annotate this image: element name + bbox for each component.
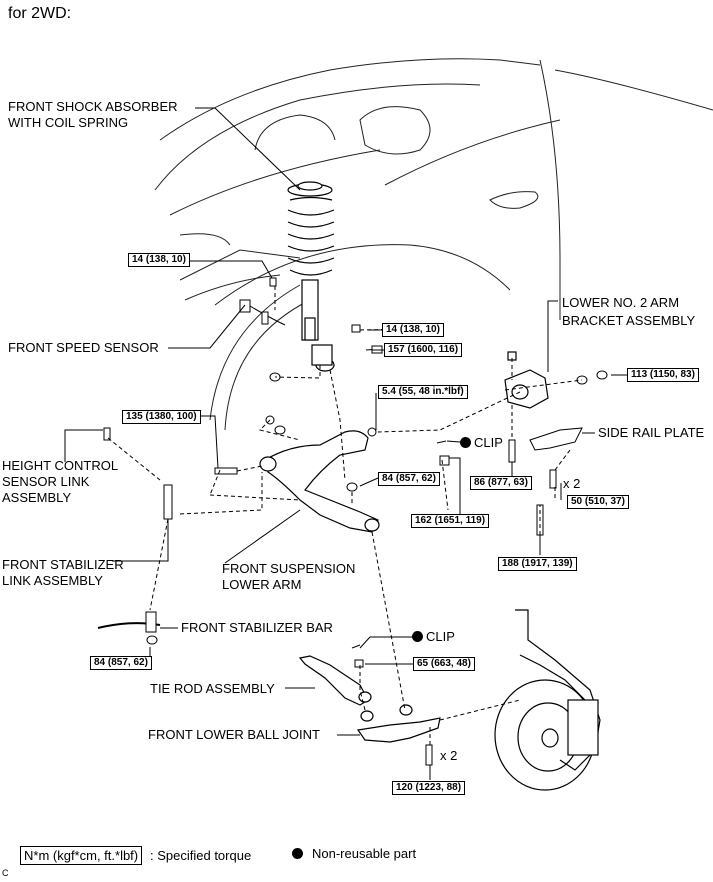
page-heading: for 2WD: [8, 5, 72, 22]
torque-spec-14: 120 (1223, 88) [392, 781, 466, 795]
lower-arm-shape [259, 430, 380, 533]
label-arm-bracket-line1: LOWER NO. 2 ARM [562, 295, 680, 310]
torque-spec-2: 14 (138, 10) [382, 323, 444, 337]
knuckle-disc-shape [494, 609, 601, 791]
torque-spec-3: 157 (1600, 116) [384, 343, 463, 357]
speed-sensor-shape [239, 299, 286, 326]
label-speed-sensor: FRONT SPEED SENSOR [8, 340, 159, 355]
label-tie-rod: TIE ROD ASSEMBLY [150, 681, 275, 696]
side-rail-plate-shape [529, 427, 583, 451]
torque-spec-10: 162 (1651, 119) [411, 514, 490, 528]
torque-spec-6: 135 (1380, 100) [122, 410, 201, 424]
label-height-sensor-line3: ASSEMBLY [2, 490, 72, 505]
label-quantity-x2-a: x 2 [563, 476, 581, 491]
leader-lines [64, 107, 627, 780]
legend-torque-description: : Specified torque [150, 848, 252, 863]
non-reusable-dot-icon [292, 848, 303, 859]
legend-non-reusable-text: Non-reusable part [312, 846, 417, 861]
non-reusable-dot-icon [460, 437, 471, 448]
label-arm-bracket-line2: BRACKET ASSEMBLY [562, 313, 696, 328]
torque-spec-11: 188 (1917, 139) [498, 557, 577, 571]
shock-absorber-shape [287, 181, 335, 372]
torque-spec-5: 5.4 (55, 48 in.*lbf) [378, 385, 468, 399]
label-shock-absorber-line2: WITH COIL SPRING [8, 115, 129, 130]
label-stab-link-line1: FRONT STABILIZER [2, 557, 124, 572]
vehicle-body-outline [154, 58, 713, 431]
label-shock-absorber-line1: FRONT SHOCK ABSORBER [8, 99, 178, 114]
torque-spec-7: 84 (857, 62) [378, 472, 440, 486]
label-quantity-x2-b: x 2 [440, 748, 458, 763]
corner-mark: C [2, 868, 9, 878]
legend-non-reusable: Non-reusable part [292, 846, 416, 862]
label-height-sensor-line2: SENSOR LINK [2, 474, 90, 489]
clip-2-text: CLIP [426, 629, 455, 644]
label-ball-joint: FRONT LOWER BALL JOINT [148, 727, 320, 742]
label-clip-2: CLIP [412, 629, 455, 645]
label-lower-arm-line1: FRONT SUSPENSION [222, 561, 356, 576]
label-stab-link-line2: LINK ASSEMBLY [2, 573, 103, 588]
clip-1-text: CLIP [474, 435, 503, 450]
ball-joint-shape [356, 704, 441, 743]
label-lower-arm-line2: LOWER ARM [222, 577, 302, 592]
label-stabilizer-bar: FRONT STABILIZER BAR [181, 620, 333, 635]
label-height-sensor-line1: HEIGHT CONTROL [2, 458, 119, 473]
non-reusable-dot-icon [412, 631, 423, 642]
label-clip-1: CLIP [460, 435, 503, 451]
arm-bracket-shape [504, 351, 549, 409]
torque-spec-4: 113 (1150, 83) [627, 368, 699, 382]
torque-spec-13: 65 (663, 48) [413, 657, 475, 671]
torque-spec-9: 50 (510, 37) [567, 495, 629, 509]
tie-rod-shape [298, 655, 372, 706]
torque-spec-8: 86 (877, 63) [470, 476, 532, 490]
label-side-rail-plate: SIDE RAIL PLATE [598, 425, 705, 440]
torque-spec-1: 14 (138, 10) [128, 253, 190, 267]
torque-spec-12: 84 (857, 62) [90, 656, 152, 670]
legend-torque-key: N*m (kgf*cm, ft.*lbf) [20, 846, 143, 865]
